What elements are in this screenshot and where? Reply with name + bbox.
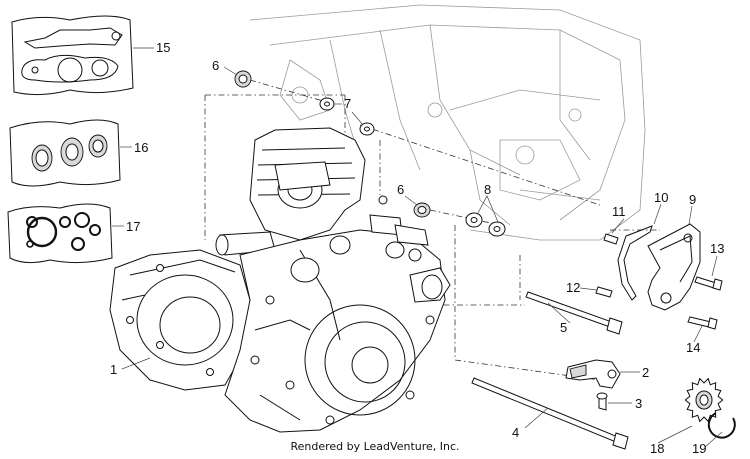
leader-lines — [112, 47, 723, 448]
frame-outline — [249, 4, 646, 241]
callout-18: 18 — [650, 441, 664, 456]
callout-10: 10 — [654, 190, 668, 205]
callout-9: 9 — [689, 192, 696, 207]
callout-19: 19 — [692, 441, 706, 456]
callout-6-upper: 6 — [212, 58, 219, 73]
chain-guide-10 — [617, 225, 653, 301]
washer-7-a — [319, 97, 335, 111]
pin-12 — [595, 286, 613, 298]
sprocket-18 — [684, 377, 724, 423]
bolt-14 — [687, 316, 718, 330]
seal-6-upper — [234, 70, 252, 88]
circlip-19 — [707, 412, 736, 439]
pin-11 — [603, 233, 619, 245]
sprocket-cover-9 — [647, 223, 701, 311]
callout-12: 12 — [566, 280, 580, 295]
callout-3: 3 — [635, 396, 642, 411]
callout-6-lower: 6 — [397, 182, 404, 197]
callout-7: 7 — [344, 96, 351, 111]
screw-3 — [596, 392, 608, 411]
seal-6-lower — [413, 202, 431, 218]
seal-kit-16 — [9, 119, 121, 187]
o-ring-kit-17 — [7, 203, 113, 264]
render-credit: Rendered by LeadVenture, Inc. — [290, 440, 460, 453]
bolt-13 — [694, 276, 723, 291]
washer-8-b — [488, 221, 506, 237]
washer-7-b — [359, 122, 375, 136]
callout-17: 17 — [126, 219, 140, 234]
callout-16: 16 — [134, 140, 148, 155]
callout-1: 1 — [110, 362, 117, 377]
bolt-4 — [471, 377, 629, 450]
callout-8: 8 — [484, 182, 491, 197]
callout-13: 13 — [710, 241, 724, 256]
bolt-5 — [525, 291, 623, 335]
callout-5: 5 — [560, 320, 567, 335]
callouts: 15 16 17 1 6 7 6 8 11 10 9 13 12 5 14 2 … — [110, 40, 724, 456]
washer-8-a — [465, 212, 483, 228]
callout-4: 4 — [512, 425, 519, 440]
engine-block — [109, 127, 451, 433]
callout-2: 2 — [642, 365, 649, 380]
lever-2 — [565, 359, 621, 389]
callout-11: 11 — [612, 204, 626, 219]
gasket-kit-15 — [11, 15, 134, 96]
callout-14: 14 — [686, 340, 700, 355]
callout-15: 15 — [156, 40, 170, 55]
